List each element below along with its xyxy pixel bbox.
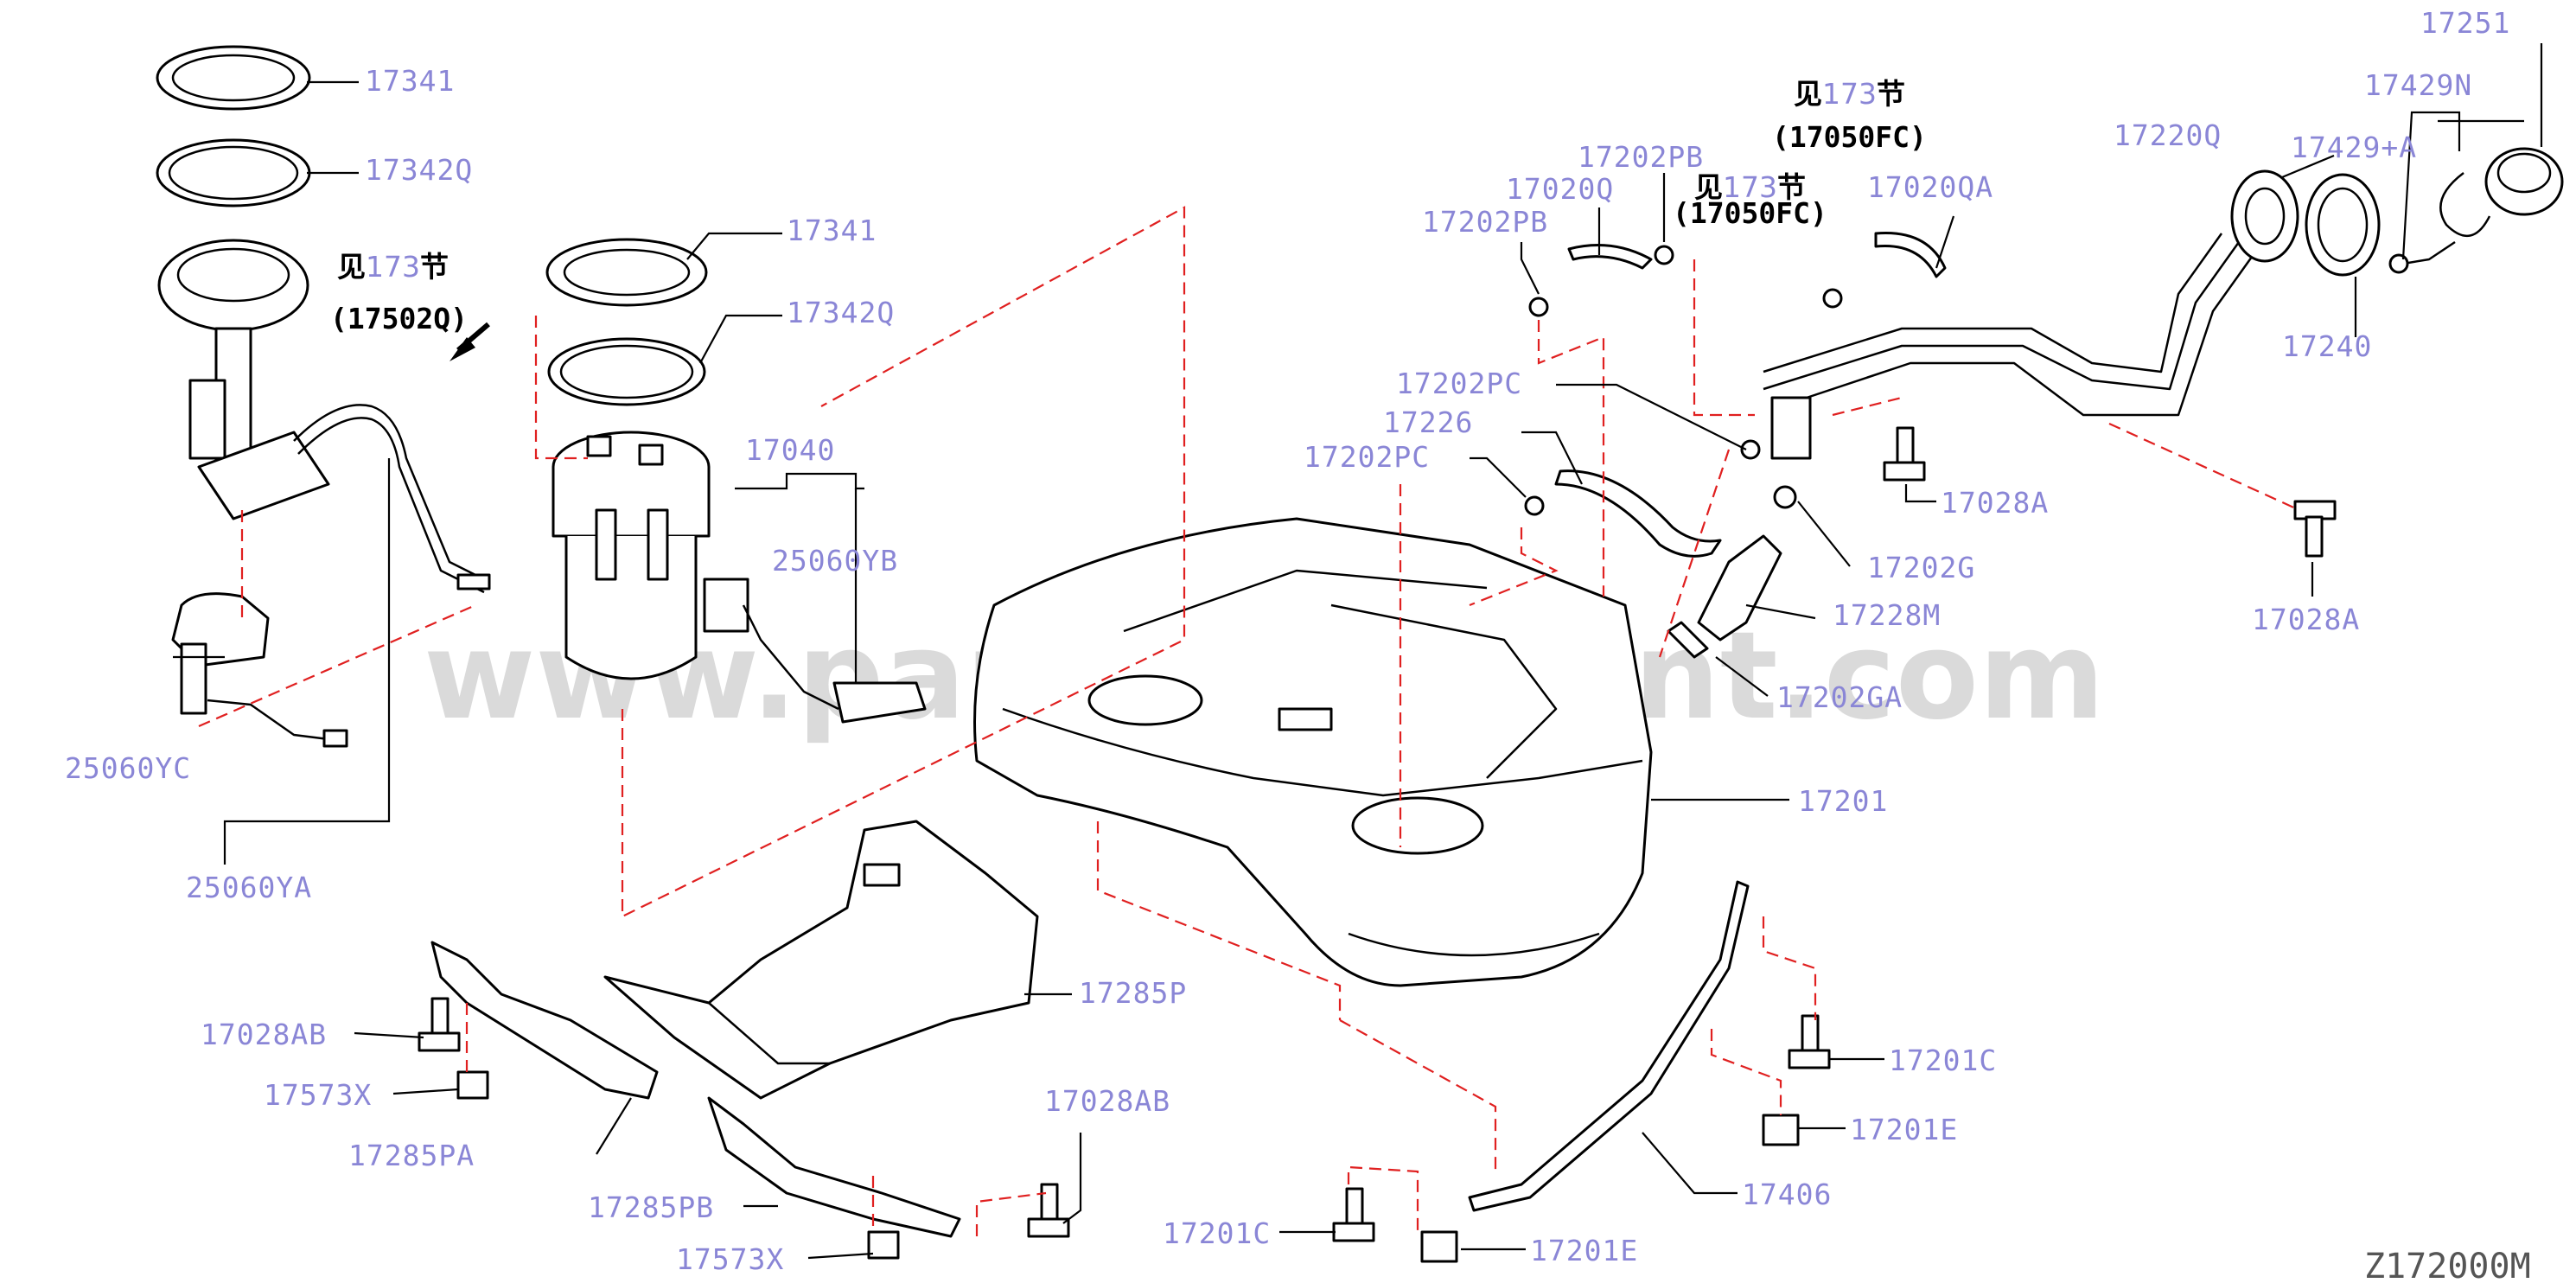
- label-17341-center[interactable]: 17341: [787, 214, 877, 247]
- reference-17502q[interactable]: 见173节 (17502Q): [330, 250, 468, 335]
- clamp-17202pc-2: [1740, 439, 1761, 460]
- sender-25060yc: [171, 592, 348, 748]
- label-17342q-center[interactable]: 17342Q: [787, 296, 895, 329]
- heat-shield-17285p: [603, 820, 1039, 1100]
- nut-17201e-1: [1762, 1114, 1800, 1146]
- label-17020q[interactable]: 17020Q: [1506, 172, 1614, 206]
- hose-17202ga: [1667, 621, 1709, 659]
- nut-17573x-2: [867, 1230, 900, 1260]
- label-17201e[interactable]: 17201E: [1850, 1113, 1958, 1146]
- clamp-17202g: [1773, 485, 1797, 509]
- ref-code: (17050FC): [1673, 196, 1827, 230]
- gasket-17240: [2305, 173, 2381, 277]
- hose-17020qa: [1874, 232, 1947, 278]
- ref-prefix: 见: [1794, 77, 1822, 111]
- diagram-code: Z172000M: [2364, 1247, 2531, 1283]
- bolt-17028ab-2: [1027, 1183, 1070, 1238]
- gasket-17342q-center: [547, 337, 706, 406]
- label-17202pc[interactable]: 17202PC: [1304, 440, 1430, 474]
- label-17201c[interactable]: 17201C: [1889, 1044, 1997, 1077]
- label-17028a-2[interactable]: 17028A: [2252, 603, 2360, 636]
- hose-17020q: [1567, 244, 1653, 270]
- label-17202pb-top[interactable]: 17202PB: [1578, 140, 1704, 174]
- label-17202ga[interactable]: 17202GA: [1776, 680, 1903, 714]
- ring-17341-left: [156, 45, 311, 111]
- reference-17050fc-lower[interactable]: 见173节 (17050FC): [1673, 170, 1827, 230]
- ref-prefix: 见: [337, 250, 366, 284]
- label-17228m[interactable]: 17228M: [1833, 598, 1941, 632]
- assembly-lines: [198, 206, 2300, 1236]
- clamp-17202pc-1: [1524, 495, 1545, 516]
- bolt-17028ab-1: [418, 997, 461, 1052]
- hose-17228m: [1697, 534, 1782, 642]
- bolt-17028a-2: [2293, 500, 2337, 558]
- label-17202pc-top[interactable]: 17202PC: [1396, 367, 1522, 400]
- label-25060ya[interactable]: 25060YA: [186, 871, 312, 904]
- ref-code: (17050FC): [1772, 120, 1927, 154]
- ref-suffix: 节: [1877, 77, 1905, 111]
- ring-17341-center: [545, 238, 708, 307]
- label-17341[interactable]: 17341: [365, 64, 455, 98]
- label-17201[interactable]: 17201: [1798, 784, 1888, 818]
- ref-suffix: 节: [420, 250, 449, 284]
- label-17406[interactable]: 17406: [1742, 1178, 1832, 1211]
- label-17285pa[interactable]: 17285PA: [348, 1139, 475, 1172]
- label-17201e-2[interactable]: 17201E: [1530, 1234, 1638, 1267]
- bolt-17028a-1: [1883, 426, 1926, 482]
- pump-module-17040: [552, 431, 927, 724]
- bracket-17285pa: [430, 941, 659, 1100]
- label-17285p[interactable]: 17285P: [1079, 976, 1187, 1010]
- ref-code: (17502Q): [330, 302, 468, 335]
- clamp-upper-right: [1822, 288, 1843, 309]
- ref-num: 173: [366, 250, 420, 284]
- label-17202pb[interactable]: 17202PB: [1422, 205, 1548, 239]
- label-17028a-1[interactable]: 17028A: [1941, 486, 2049, 520]
- ref-prefix: 见: [1694, 170, 1723, 204]
- strap-17406: [1468, 880, 1750, 1212]
- fuel-cap-17251: [2484, 147, 2564, 216]
- label-17226[interactable]: 17226: [1383, 405, 1473, 439]
- label-17028ab-2[interactable]: 17028AB: [1044, 1084, 1170, 1118]
- label-17251[interactable]: 17251: [2420, 6, 2510, 40]
- reference-17050fc-upper[interactable]: 见173节 (17050FC): [1772, 77, 1927, 154]
- pump-module-left: [157, 239, 491, 594]
- label-17342q[interactable]: 17342Q: [365, 153, 473, 187]
- label-17429n[interactable]: 17429N: [2364, 68, 2472, 102]
- label-17573x[interactable]: 17573X: [264, 1078, 372, 1112]
- ref-num: 173: [1822, 77, 1877, 111]
- leader-lines: [173, 43, 2543, 1260]
- bracket-17285pb: [707, 1096, 961, 1238]
- arrow-head-icon: [450, 337, 475, 361]
- nut-17201e-2: [1420, 1230, 1458, 1263]
- svg-text:见173节: 见173节: [337, 250, 449, 284]
- label-17202g[interactable]: 17202G: [1867, 551, 1975, 584]
- ref-suffix: 节: [1777, 170, 1806, 204]
- label-25060yc[interactable]: 25060YC: [65, 751, 191, 785]
- label-17028ab[interactable]: 17028AB: [201, 1018, 327, 1051]
- nut-17573x-1: [456, 1070, 489, 1100]
- label-17201c-2[interactable]: 17201C: [1163, 1216, 1271, 1250]
- ref-num: 173: [1723, 170, 1777, 204]
- fuel-tank-17201: [973, 517, 1653, 987]
- part-labels: 17341 17342Q 17341 17342Q 17040 25060YB …: [65, 6, 2510, 1276]
- filler-neck-17220q: [1763, 169, 2299, 460]
- label-17573x-2[interactable]: 17573X: [676, 1242, 784, 1276]
- bolt-17201c-2: [1332, 1187, 1375, 1242]
- label-17220q[interactable]: 17220Q: [2114, 118, 2222, 152]
- label-17429a[interactable]: 17429+A: [2291, 131, 2417, 164]
- svg-text:见173节: 见173节: [1794, 77, 1905, 111]
- label-17040[interactable]: 17040: [745, 433, 835, 467]
- label-25060yb[interactable]: 25060YB: [772, 544, 898, 578]
- clamp-17202pb-1: [1528, 297, 1549, 317]
- label-17020qa[interactable]: 17020QA: [1867, 170, 1993, 204]
- bolt-17201c-1: [1788, 1014, 1831, 1069]
- clamp-17202pb-2: [1654, 245, 1674, 265]
- gasket-17342q-left: [156, 138, 311, 207]
- label-17240[interactable]: 17240: [2282, 329, 2372, 363]
- svg-text:见173节: 见173节: [1694, 170, 1806, 204]
- hose-17226: [1554, 469, 1722, 558]
- label-17285pb[interactable]: 17285PB: [588, 1190, 714, 1224]
